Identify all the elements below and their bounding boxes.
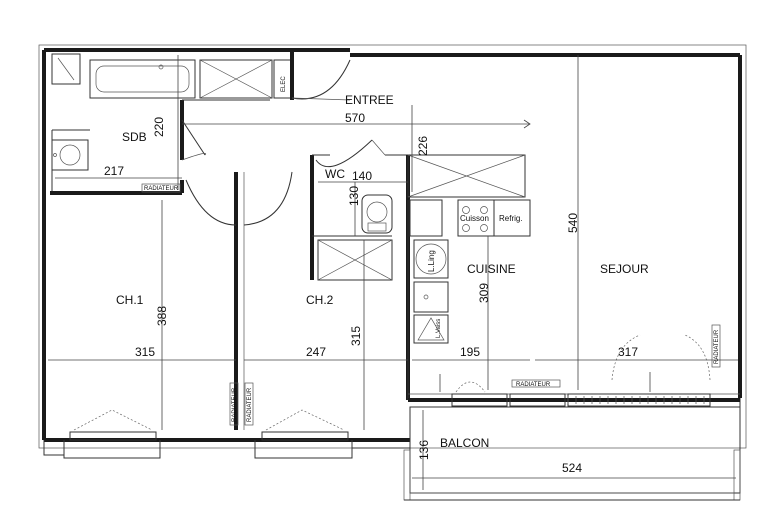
dimension-217: 217 [104,164,124,178]
dimension-570: 570 [345,111,365,125]
dimension-317: 317 [618,345,638,359]
dimension-labels: 570 220 217 226 140 130 540 388 315 247 … [104,111,638,475]
burner-icon [480,206,488,214]
room-label-cuisine: CUISINE [467,262,516,276]
room-label-sdb: SDB [122,130,147,144]
dimension-226: 226 [416,136,430,156]
room-label-ch2: CH.2 [306,293,334,307]
radiator-label-ch2: RADIATEUR [247,387,253,422]
room-labels: ENTREE SDB WC CUISINE SEJOUR CH.1 CH.2 B… [116,93,649,450]
dimension-130: 130 [347,186,361,206]
dimension-315-ch1: 315 [135,345,155,359]
dimension-315-ch2: 315 [349,326,363,346]
toilet-icon [361,194,393,234]
dimension-524: 524 [562,461,582,475]
sink-icon [413,281,449,313]
dimension-309: 309 [477,283,491,303]
room-label-balcon: BALCON [440,436,489,450]
radiator-label-cuisine: RADIATEUR [516,382,551,388]
windows [69,334,711,441]
burner-icon [480,224,488,232]
dimension-247: 247 [306,345,326,359]
room-label-entree: ENTREE [345,93,394,107]
burner-icon [462,224,470,232]
room-label-ch1: CH.1 [116,293,144,307]
dimension-195: 195 [460,345,480,359]
dishwasher-icon [417,317,445,341]
toilet-icon [51,53,81,85]
radiator-label-sejour: RADIATEUR [714,329,720,364]
room-label-sejour: SEJOUR [600,262,649,276]
radiators [141,183,721,426]
interior-walls [50,50,740,430]
elec-label: ELEC [281,76,287,92]
dimension-136: 136 [417,440,431,460]
refrig-label: Refrig. [499,214,523,223]
lling-label: L.Ling [427,250,436,272]
bathtub-icon [89,59,196,99]
sink-icon [51,139,89,171]
cuisson-label: Cuisson [460,214,489,223]
burner-icon [462,206,470,214]
radiator-label-ch1: RADIATEUR [232,387,238,422]
dimension-388: 388 [155,306,169,326]
dimension-220: 220 [152,117,166,137]
bathroom-fixtures [51,53,196,171]
kitchen-fixtures [409,199,531,344]
dimension-140: 140 [352,169,372,183]
lvaiss-label: L.Vaiss [436,319,442,338]
fixture-labels: ELEC Cuisson Refrig. L.Ling L.Vaiss RADI… [144,76,720,422]
washing-machine-icon [415,243,447,275]
dimension-lines [48,55,738,490]
balcony [403,406,741,501]
wc-fixtures [361,194,393,234]
room-label-wc: WC [325,167,345,181]
radiator-label-sdb: RADIATEUR [144,186,179,192]
doors [181,59,386,226]
dimension-540: 540 [566,213,580,233]
